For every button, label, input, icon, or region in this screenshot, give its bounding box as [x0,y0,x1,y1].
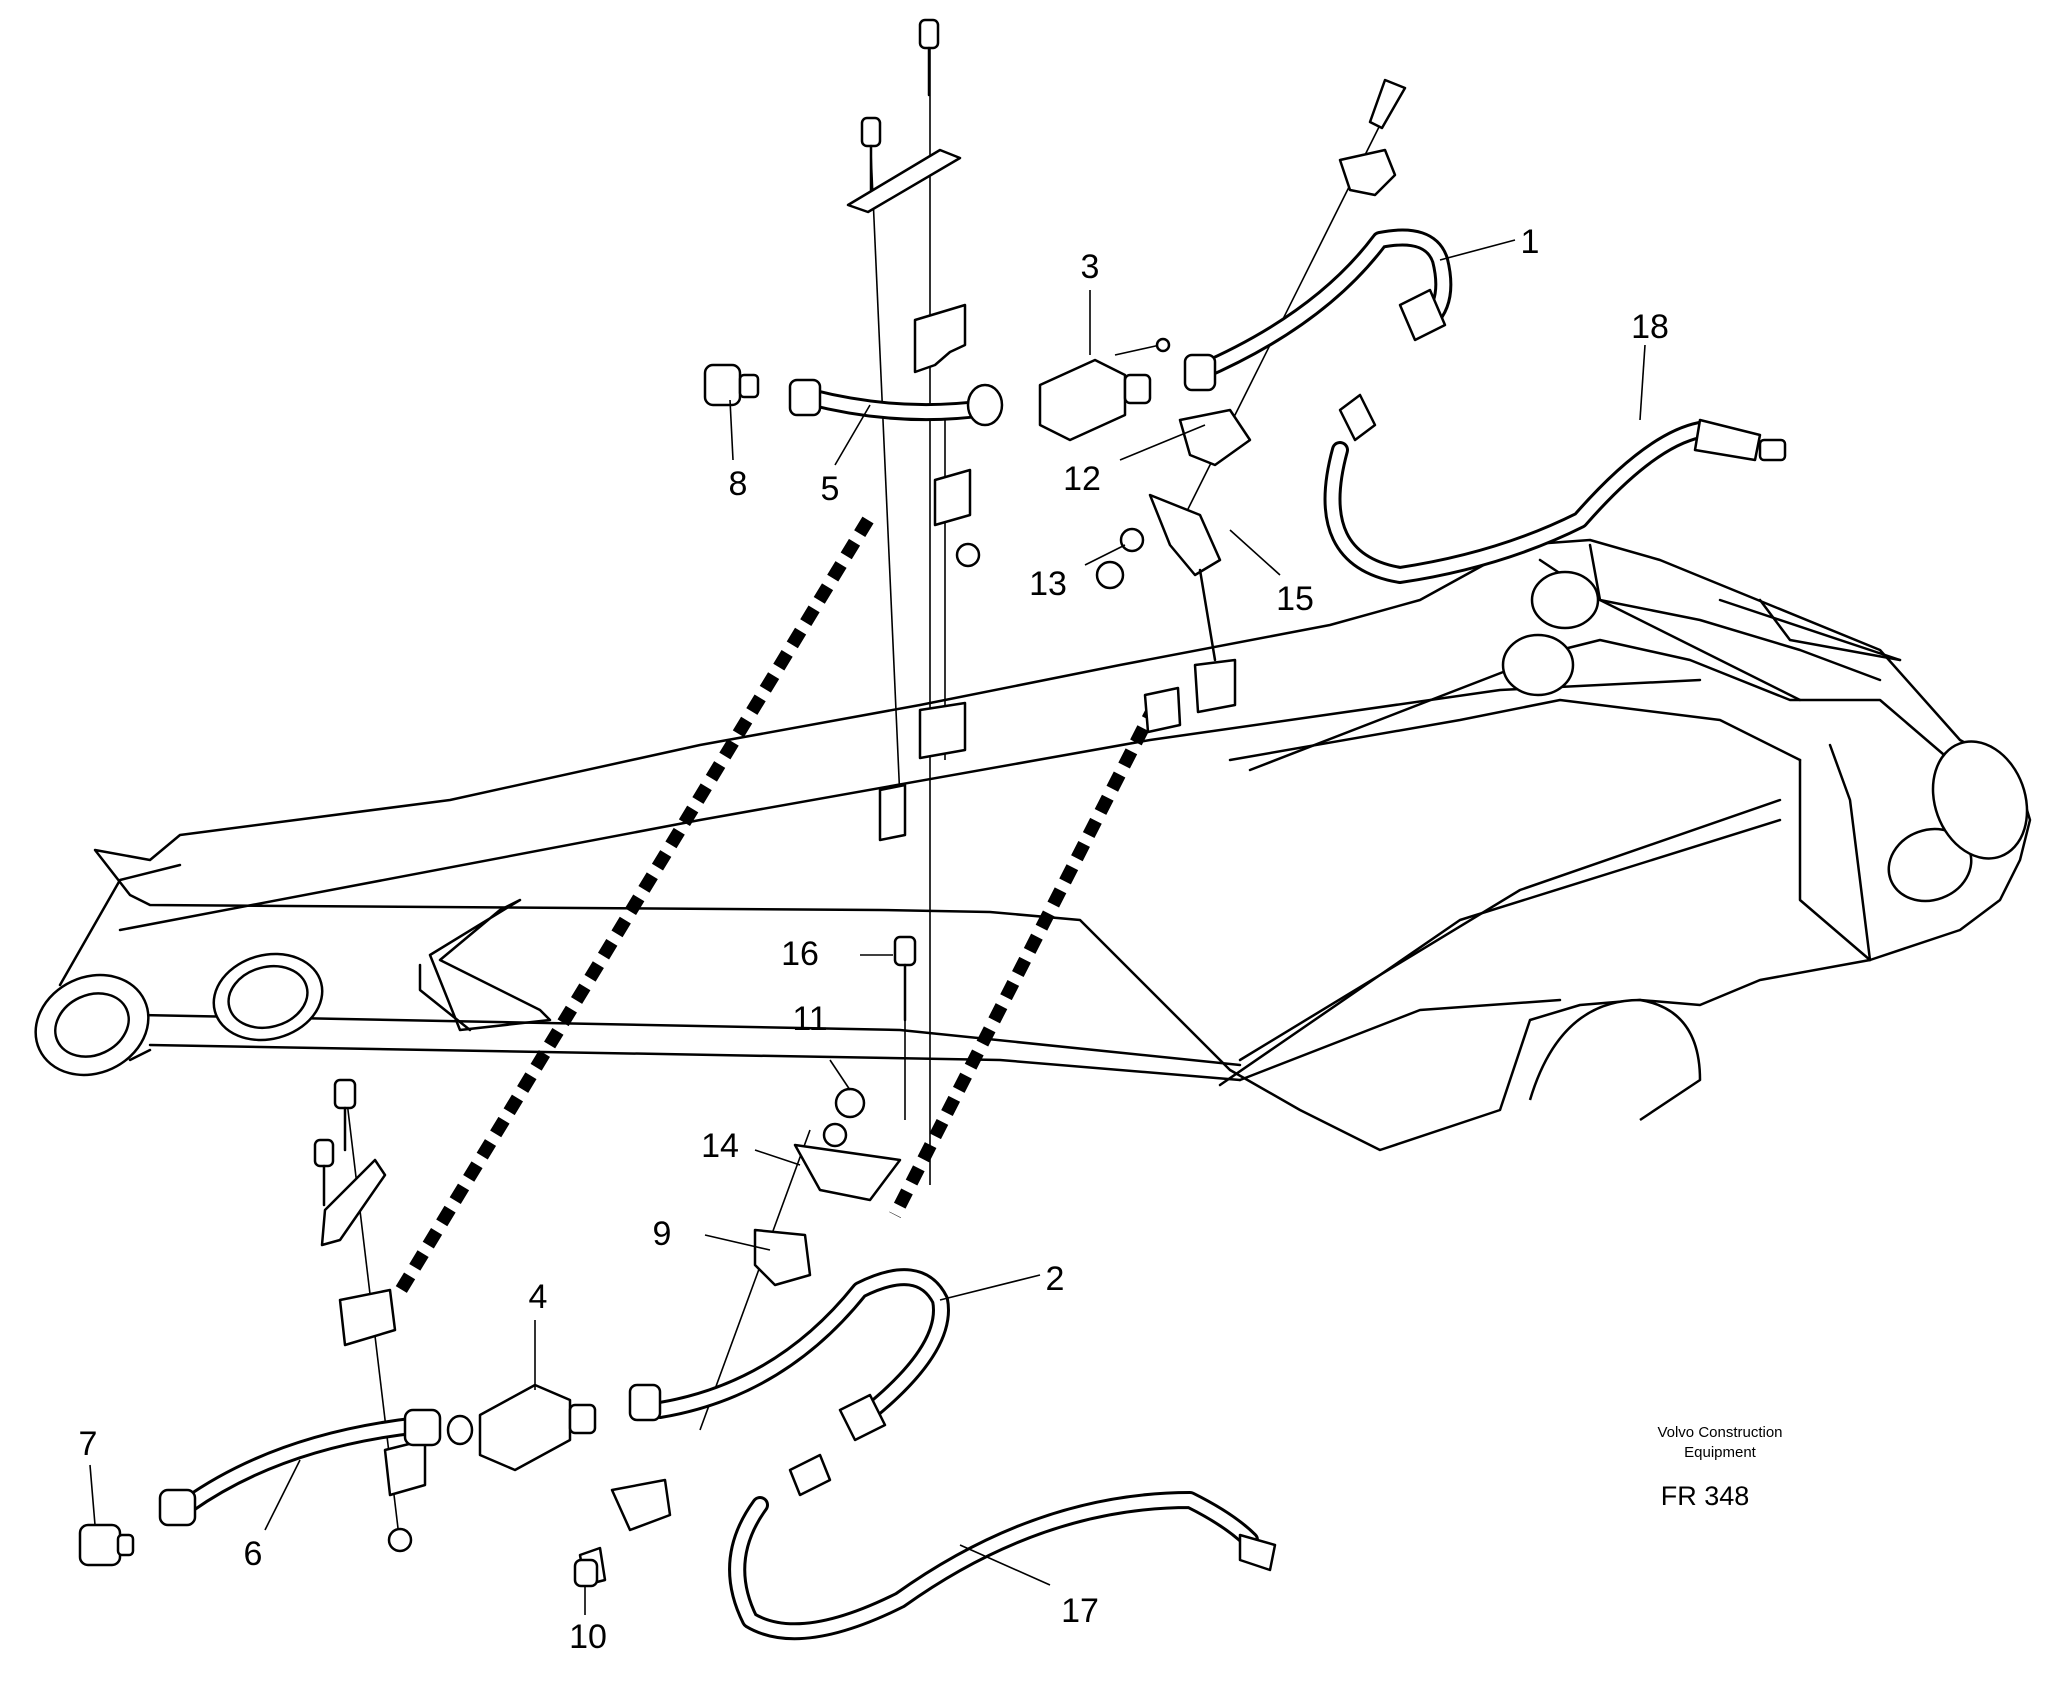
callout-8: 8 [729,465,748,503]
boom-arm [34,538,2032,1152]
upper-clamp-assembly [846,18,981,1185]
figure-code: FR 348 [1661,1481,1750,1511]
credit-line-1: Volvo Construction [1657,1424,1782,1441]
callout-2: 2 [1046,1260,1065,1298]
credit-block: Volvo Construction Equipment FR 348 [1657,1424,1782,1511]
credit-line-2: Equipment [1684,1444,1757,1461]
callout-11: 11 [792,1000,827,1038]
callout-3: 3 [1081,248,1100,286]
callout-5: 5 [821,470,840,508]
callout-14: 14 [701,1127,739,1165]
callout-15: 15 [1276,580,1314,618]
lower-middle-clamp-assembly [578,935,917,1587]
callout-labels: 1 2 3 4 5 6 7 8 9 10 11 12 13 14 15 16 1… [79,223,1669,1656]
callout-6: 6 [244,1535,263,1573]
callout-16: 16 [781,935,819,973]
upper-right-clamp-assembly [1095,78,1407,734]
callout-13: 13 [1029,565,1067,603]
lower-clamp-assembly [313,1078,427,1553]
hoses [179,228,1709,1641]
dashed-guides [392,516,1161,1299]
callout-18: 18 [1631,308,1669,346]
callout-1: 1 [1521,223,1540,261]
callout-17: 17 [1061,1592,1099,1630]
callout-10: 10 [569,1618,607,1656]
callout-7: 7 [79,1425,98,1463]
callout-12: 12 [1063,460,1101,498]
callout-4: 4 [529,1278,548,1316]
fittings [78,288,1787,1588]
callout-9: 9 [653,1215,672,1253]
callout-leaders [89,239,1646,1615]
